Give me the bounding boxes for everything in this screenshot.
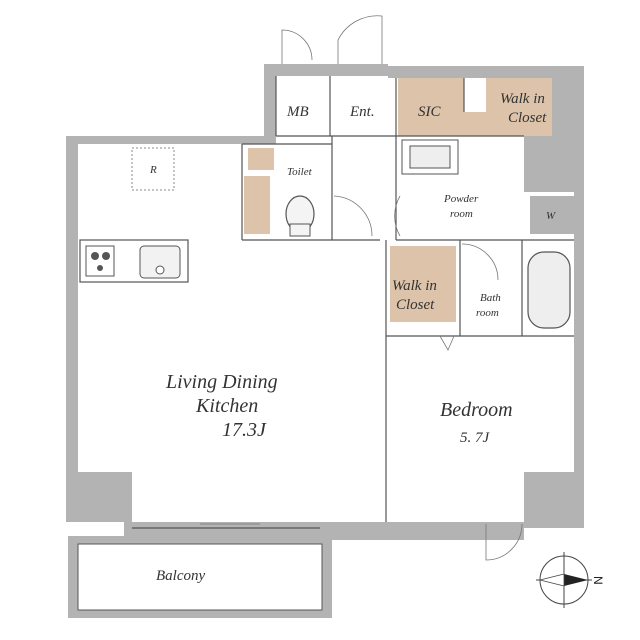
walk-in-closet-top-ext [464,112,524,136]
floor-area [78,76,574,522]
label-washer: W [546,210,556,222]
room-labels: MB Ent. SIC Walk in Closet Toilet R Powd… [149,91,556,584]
bathtub-icon [527,251,571,329]
label-ldk-2: Kitchen [195,395,258,417]
label-balcony: Balcony [156,568,205,584]
label-powder-2: room [450,208,473,220]
label-bedroom-size: 5. 7J [460,430,491,446]
label-wic-top-2: Closet [508,110,547,126]
sink-icon [139,245,181,279]
label-mb: MB [286,104,309,120]
label-bath-1: Bath [480,292,501,304]
label-toilet: Toilet [287,166,313,178]
right-wall-upper [524,136,574,192]
fixtures [85,139,571,329]
label-refrigerator: R [149,164,157,176]
label-bath-2: room [476,307,499,319]
exterior-walls [66,64,584,540]
walk-in-closet-mid [390,246,456,322]
label-entrance: Ent. [349,104,375,120]
interior-walls [79,76,574,522]
balcony [68,523,332,618]
label-ldk-1: Living Dining [165,371,278,393]
sic-closet [398,78,464,136]
toilet-shelf-lower [244,176,270,234]
label-powder-1: Powder [443,193,479,205]
label-ldk-size: 17.3J [222,419,267,441]
label-wic-top-1: Walk in [500,91,545,107]
stove-icon [85,245,115,277]
label-bedroom: Bedroom [440,399,513,421]
label-sic: SIC [418,104,441,120]
doors [281,15,523,561]
label-wic-mid-2: Closet [396,297,435,313]
washer-area [530,196,574,234]
compass-icon: N [536,552,605,608]
compass-north-label: N [591,576,605,585]
label-wic-mid-1: Walk in [392,278,437,294]
toilet-shelf-upper [248,148,274,170]
